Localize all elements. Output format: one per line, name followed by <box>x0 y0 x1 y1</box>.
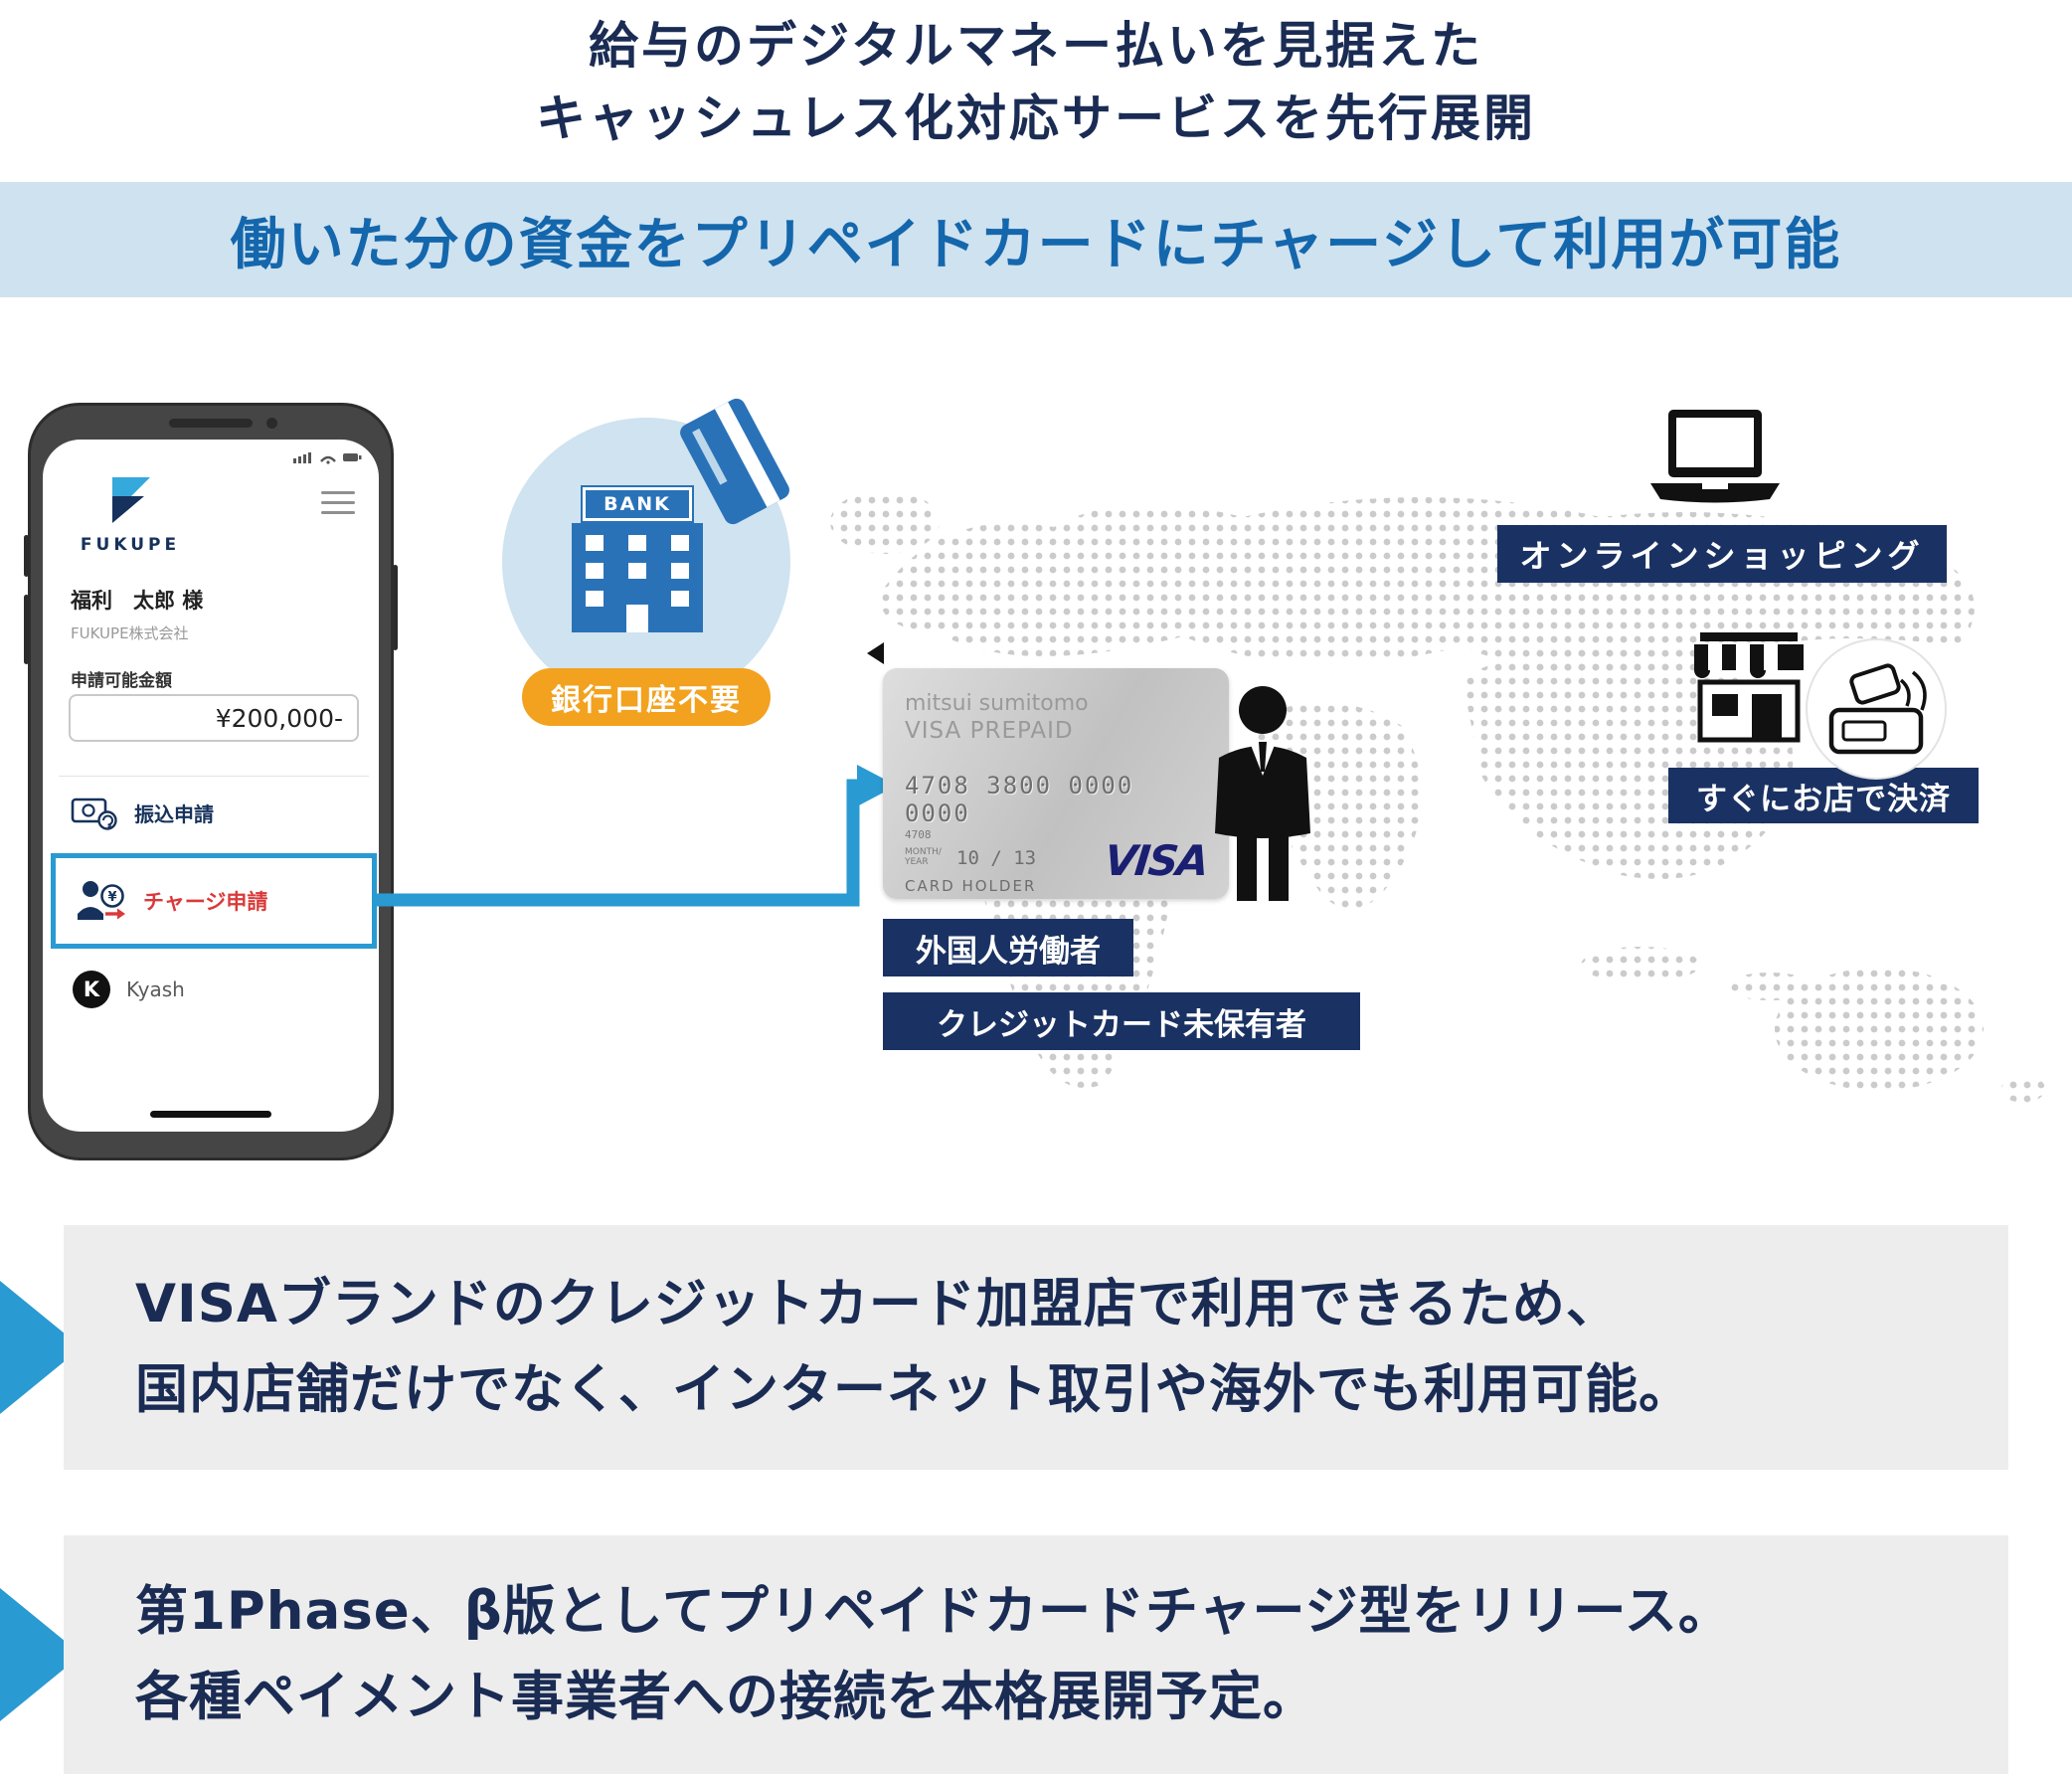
worker-silhouette-icon <box>1215 686 1310 901</box>
charge-request-label: チャージ申請 <box>143 890 268 914</box>
charge-request-button[interactable]: ¥ チャージ申請 <box>51 853 377 949</box>
kyash-logo-icon: K <box>73 971 110 1008</box>
volume-button <box>24 595 29 664</box>
main-title: 給与のデジタルマネー払いを見据えた キャッシュレス化対応サービスを先行展開 <box>0 10 2072 154</box>
card-product: VISA PREPAID <box>905 717 1074 744</box>
amount-value: ¥200,000- <box>215 703 343 733</box>
phone-screen: FUKUPE 福利 太郎 様 FUKUPE株式会社 申請可能金額 ¥200,00… <box>43 440 379 1132</box>
store-icon <box>1694 632 1804 743</box>
amount-input[interactable]: ¥200,000- <box>69 694 359 742</box>
main-title-line1: 給与のデジタルマネー払いを見据えた <box>589 17 1483 75</box>
label-no-credit-card: クレジットカード未保有者 <box>883 992 1360 1050</box>
bank-transfer-icon <box>71 798 117 830</box>
card-holder: CARD HOLDER <box>905 876 1037 895</box>
label-online-shopping: オンラインショッピング <box>1497 525 1947 583</box>
smartphone-mockup: FUKUPE 福利 太郎 様 FUKUPE株式会社 申請可能金額 ¥200,00… <box>24 403 398 1160</box>
charge-icon: ¥ <box>78 881 125 920</box>
fukupe-logo-text: FUKUPE <box>80 535 181 555</box>
card-issuer: mitsui sumitomo <box>905 691 1089 716</box>
home-indicator[interactable] <box>150 1111 271 1118</box>
no-bank-account-badge: 銀行口座不要 <box>522 668 771 726</box>
bullet-2: 第1Phase、β版としてプリペイドカードチャージ型をリリース。 各種ペイメント… <box>64 1535 2008 1774</box>
bullet-2-line2: 各種ペイメント事業者への接続を本格展開予定。 <box>135 1667 1316 1727</box>
subtitle-banner-text: 働いた分の資金をプリペイドカードにチャージして利用が可能 <box>230 212 1842 277</box>
divider <box>59 776 369 777</box>
amount-label: 申請可能金額 <box>71 671 172 691</box>
label-foreign-worker: 外国人労働者 <box>883 919 1133 976</box>
card-expiry-label: MONTH/ YEAR <box>905 846 942 867</box>
charge-flow-arrow <box>372 765 897 907</box>
transfer-request-label: 振込申請 <box>134 801 214 826</box>
phone-camera <box>266 418 277 429</box>
card-expiry: 10 / 13 <box>956 846 1037 869</box>
bullet-1-line2: 国内店舗だけでなく、インターネット取引や海外でも利用可能。 <box>135 1359 1692 1420</box>
hamburger-menu-icon[interactable] <box>321 491 355 514</box>
subtitle-banner: 働いた分の資金をプリペイドカードにチャージして利用が可能 <box>0 182 2072 297</box>
status-bar-icons <box>293 452 362 464</box>
bullet-1: VISAブランドのクレジットカード加盟店で利用できるため、 国内店舗だけでなく、… <box>64 1225 2008 1470</box>
bank-sign-text: BANK <box>604 493 671 515</box>
power-button <box>393 565 398 650</box>
company-name: FUKUPE株式会社 <box>71 624 189 642</box>
visa-prepaid-card: mitsui sumitomo VISA PREPAID 4708 3800 0… <box>883 668 1229 899</box>
fukupe-logo-icon <box>112 477 150 523</box>
bank-building-icon: BANK <box>572 485 703 636</box>
volume-button <box>24 535 29 577</box>
bank-illustration: BANK <box>502 395 793 706</box>
visa-logo: VISA <box>1102 836 1210 885</box>
user-name: 福利 太郎 様 <box>71 589 204 613</box>
laptop-icon <box>1650 410 1780 503</box>
card-pointer-icon <box>867 642 884 664</box>
main-title-line2: キャッシュレス化対応サービスを先行展開 <box>536 89 1536 147</box>
phone-speaker <box>169 419 253 428</box>
contactless-payment-icon <box>1806 638 1947 780</box>
bullet-1-line1: VISAブランドのクレジットカード加盟店で利用できるため、 <box>135 1274 1620 1335</box>
fukupe-logo: FUKUPE <box>71 475 190 555</box>
transfer-request-button[interactable]: 振込申請 <box>71 794 214 831</box>
kyash-button[interactable]: K Kyash <box>73 971 185 1008</box>
label-pay-at-store: すぐにお店で決済 <box>1668 768 1979 823</box>
card-number: 4708 3800 0000 0000 <box>905 771 1134 827</box>
bullet-2-line1: 第1Phase、β版としてプリペイドカードチャージ型をリリース。 <box>135 1581 1732 1643</box>
kyash-label: Kyash <box>126 977 185 1001</box>
svg-text:¥: ¥ <box>107 890 116 905</box>
card-number-sub: 4708 <box>905 827 932 841</box>
